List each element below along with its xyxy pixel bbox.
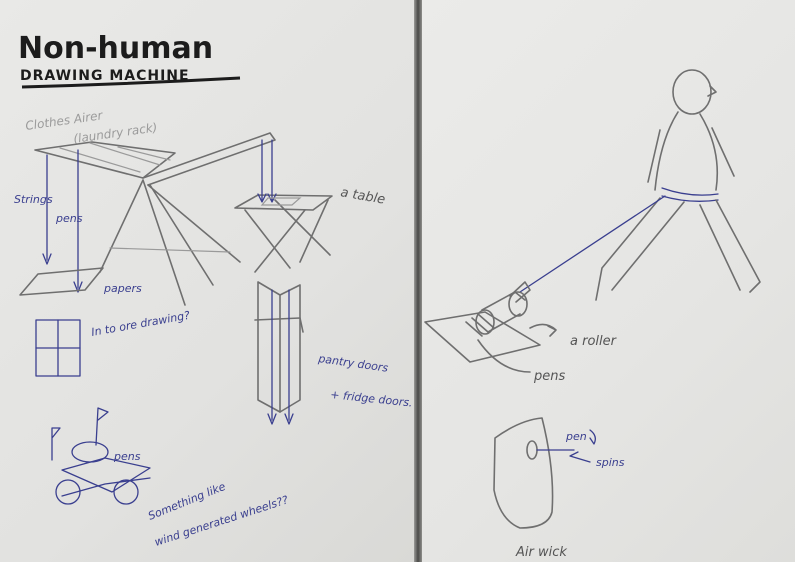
air-wick-label: Air wick (515, 545, 567, 560)
table-drawing (235, 140, 332, 272)
table-label: a table (339, 185, 386, 208)
fridge-doors-label: + fridge doors. (330, 388, 414, 410)
spins-label: spins (596, 456, 625, 469)
title-line1: Non-human (18, 31, 213, 66)
leash-line (520, 196, 665, 292)
pen-label: pen (565, 430, 587, 443)
pantry-doors-label: pantry doors (317, 352, 390, 375)
in-to-ore-drawing-label: In to ore drawing? (90, 309, 191, 339)
pens-pointer (478, 340, 530, 372)
roller-drawing (425, 282, 556, 362)
papers-sheet (20, 268, 103, 295)
walking-figure-drawing (596, 70, 760, 300)
right-pens-label: pens (533, 369, 565, 384)
pens-small-label: pens (113, 450, 141, 463)
pantry-doors-drawing (255, 282, 303, 424)
window-grid-drawing (36, 320, 80, 376)
papers-label: papers (103, 282, 142, 295)
a-roller-label: a roller (570, 334, 618, 349)
